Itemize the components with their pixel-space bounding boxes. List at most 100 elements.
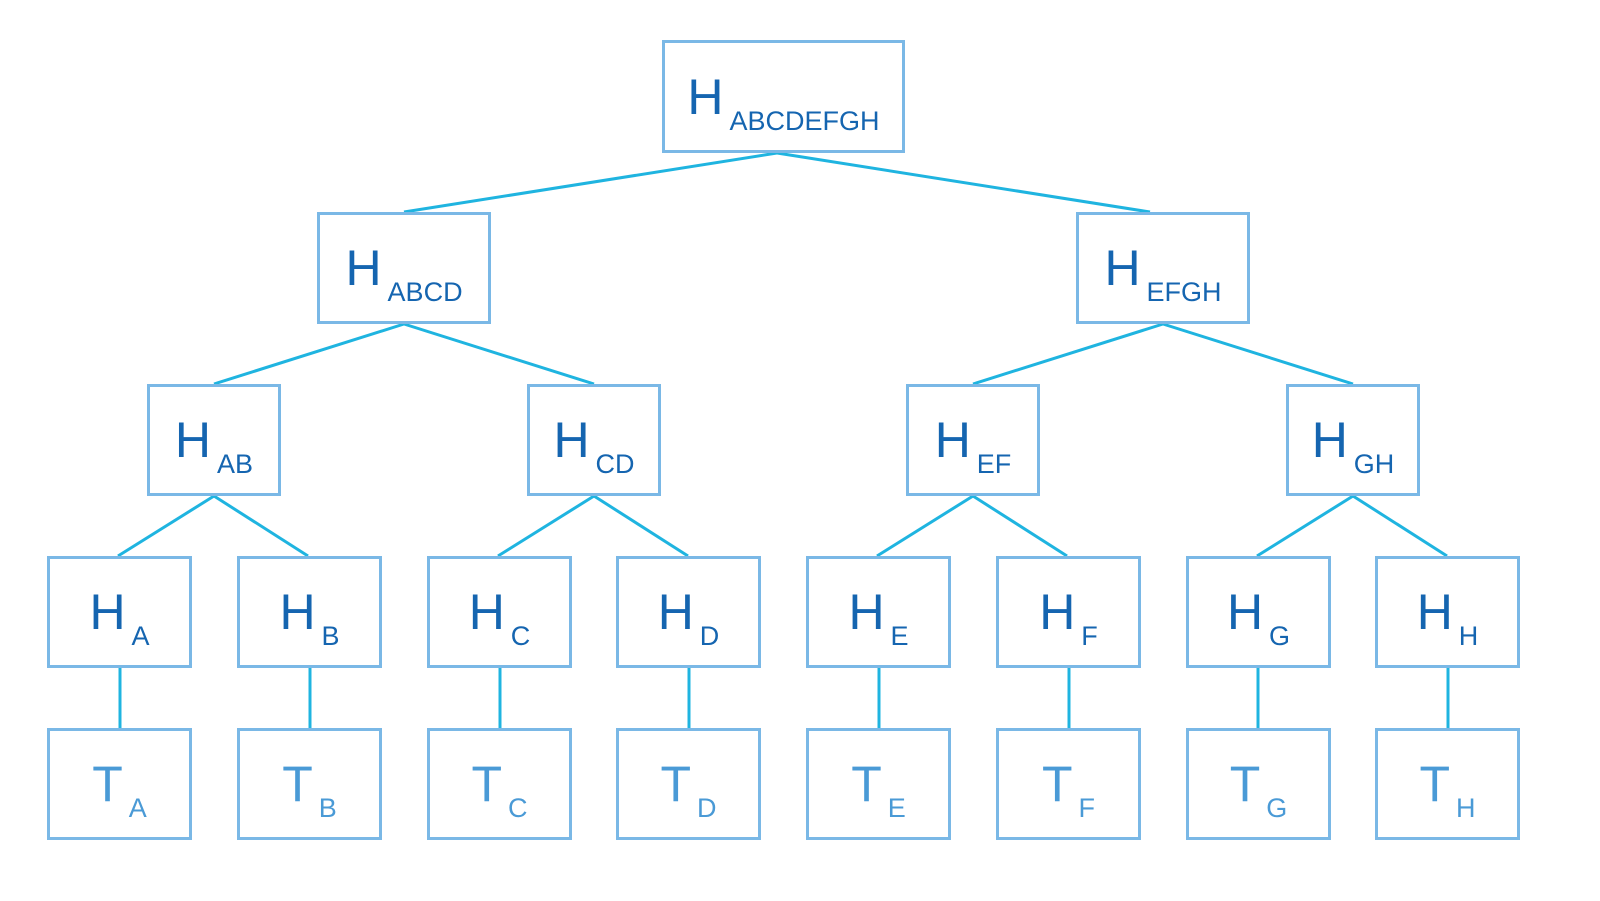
node-letter: H [1104,240,1141,296]
connector-line [497,494,595,558]
connector-line [403,322,595,386]
node-letter: T [851,756,882,812]
node-subscript: C [508,793,528,823]
node-letter: H [1416,584,1453,640]
node-subscript: GH [1353,449,1395,479]
node-letter: H [345,240,382,296]
node-subscript: EF [976,449,1012,479]
node-letter: H [174,412,212,468]
node-letter: H [848,584,885,640]
node-letter: T [471,756,503,812]
node-letter: H [934,412,971,468]
node-letter: H [553,412,590,468]
node-letter: H [1039,584,1076,640]
node-letter: T [660,756,692,812]
node-letter: T [1419,756,1451,812]
connector-line [117,494,215,558]
node-subscript: B [321,621,340,651]
connector-line [213,494,309,558]
node-letter: H [1311,412,1348,468]
connector-line [972,494,1068,558]
connector-line [776,151,1151,214]
node-letter: H [89,584,126,640]
node-letter: H [657,584,694,640]
connector-line [213,322,405,386]
connector-line [593,494,689,558]
node-subscript: A [128,793,147,823]
node-subscript: D [697,793,717,823]
node-subscript: E [887,793,906,823]
connector-line [403,151,778,214]
node-subscript: AB [217,449,254,479]
node-letter: H [1226,584,1264,640]
node-subscript: E [890,621,909,651]
node-subscript: EFGH [1146,277,1222,307]
node-letter: H [468,584,505,640]
node-subscript: A [131,621,150,651]
node-subscript: F [1081,621,1098,651]
node-letter: T [1041,756,1073,812]
node-subscript: G [1266,793,1288,823]
node-subscript: B [318,793,337,823]
node-subscript: H [1456,793,1476,823]
node-subscript: F [1078,793,1096,823]
node-subscript: ABCD [387,277,463,307]
connector-line [972,322,1164,386]
node-letter: T [92,756,123,812]
node-letter: T [282,756,313,812]
node-letter: T [1229,756,1261,812]
node-subscript: G [1269,621,1291,651]
node-letter: H [687,68,724,125]
node-subscript: H [1458,621,1479,651]
connector-line [1352,494,1448,558]
node-letter: H [279,584,316,640]
connector-line [1256,494,1354,558]
connector-line [876,494,974,558]
node-subscript: D [699,621,720,651]
connector-line [1162,322,1354,386]
